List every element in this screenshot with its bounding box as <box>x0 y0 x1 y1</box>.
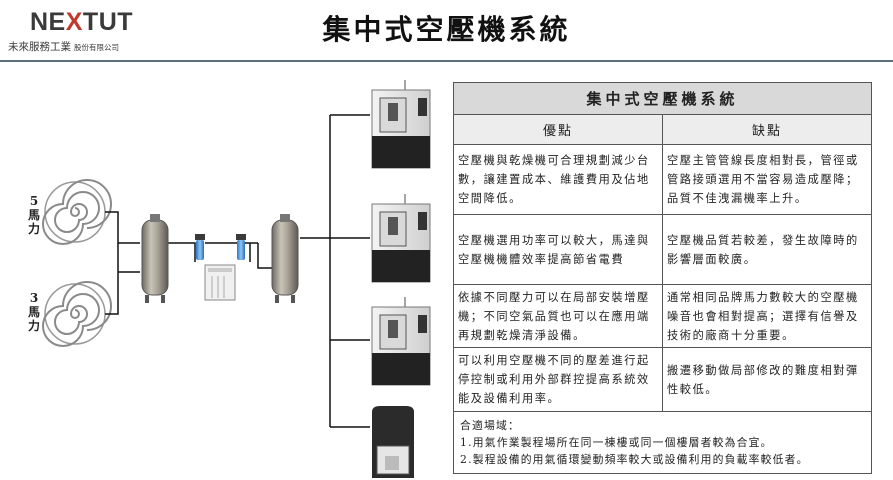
air-receiver-tank-2-icon <box>271 214 299 303</box>
printer-machine-icon <box>372 406 414 478</box>
line-filter-2-icon <box>236 234 246 260</box>
system-diagram: 5 馬 力 3 馬 力 <box>0 62 450 480</box>
logo-x-swoosh: X <box>65 8 83 36</box>
logo-brand: NEXTUT <box>30 8 134 36</box>
line-filter-1-icon <box>195 234 205 260</box>
logo-company-suffix: 股份有限公司 <box>74 43 119 52</box>
table-row-scenarios: 合適場域： 1.用氣作業製程場所在同一棟樓或同一個樓層者較為合宜。 2.製程設備… <box>452 411 873 474</box>
compressor-3hp-label: 3 馬 力 <box>27 291 40 333</box>
table-row: 依據不同壓力可以在局部安裝增壓機；不同空氣品質也可以在應用端再規劃乾燥清淨設備。… <box>453 284 873 348</box>
refrigerated-dryer-icon <box>204 264 236 301</box>
scenario-item-1: 1.用氣作業製程場所在同一棟樓或同一個樓層者較為合宜。 <box>460 436 773 449</box>
table-row: 空壓機與乾燥機可合理規劃減少台數，讓建置成本、維護費用及佔地空間降低。 空壓主管… <box>453 144 873 215</box>
main-pipe <box>105 114 370 428</box>
cons-cell: 空壓機品質若較差，發生故障時的影響層面較廣。 <box>661 214 873 285</box>
cons-cell: 搬遷移動做局部修改的難度相對彈性較低。 <box>661 347 873 412</box>
pros-cell: 空壓機選用功率可以較大，馬達與空壓機機體效率提高節省電費 <box>453 214 663 285</box>
company-logo: NEXTUT 未來服務工業股份有限公司 <box>8 6 158 58</box>
pros-cell: 可以利用空壓機不同的壓差進行起停控制或利用外部群控提高系統效能及設備利用率。 <box>453 347 663 412</box>
table-row: 空壓機選用功率可以較大，馬達與空壓機機體效率提高節省電費 空壓機品質若較差，發生… <box>453 214 873 285</box>
comparison-table: 集中式空壓機系統 優點 缺點 空壓機與乾燥機可合理規劃減少台數，讓建置成本、維護… <box>452 82 873 474</box>
compressor-5hp-label: 5 馬 力 <box>27 194 40 236</box>
title-divider <box>0 60 893 62</box>
scenarios-title: 合適場域： <box>460 419 520 432</box>
table-row: 可以利用空壓機不同的壓差進行起停控制或利用外部群控提高系統效能及設備利用率。 搬… <box>453 347 873 412</box>
column-header-pros: 優點 <box>453 114 663 145</box>
table-title: 集中式空壓機系統 <box>452 82 873 115</box>
spiral-compressor-3hp-icon <box>42 281 112 347</box>
piping-diagram <box>42 80 431 478</box>
column-header-cons: 缺點 <box>661 114 873 145</box>
pros-cell: 空壓機與乾燥機可合理規劃減少台數，讓建置成本、維護費用及佔地空間降低。 <box>453 144 663 215</box>
cnc-machine-1-icon <box>371 80 431 169</box>
pros-cell: 依據不同壓力可以在局部安裝增壓機；不同空氣品質也可以在應用端再規劃乾燥清淨設備。 <box>453 284 663 348</box>
cons-cell: 通常相同品牌馬力數較大的空壓機噪音也會相對提高；選擇有信譽及技術的廠商十分重要。 <box>661 284 873 348</box>
logo-company-name: 未來服務工業股份有限公司 <box>8 41 119 53</box>
air-receiver-tank-icon <box>141 214 169 303</box>
cnc-machine-2-icon <box>371 194 431 283</box>
spiral-compressor-5hp-icon <box>42 179 112 245</box>
cons-cell: 空壓主管管線長度相對長，管徑或管路接頭選用不當容易造成壓降；品質不佳洩漏機率上升… <box>661 144 873 215</box>
suitable-scenarios-cell: 合適場域： 1.用氣作業製程場所在同一棟樓或同一個樓層者較為合宜。 2.製程設備… <box>452 411 873 474</box>
page-title: 集中式空壓機系統 <box>322 13 571 46</box>
scenario-item-2: 2.製程設備的用氣循環變動頻率較大或設備利用的負載率較低者。 <box>460 453 809 466</box>
cnc-machine-3-icon <box>371 297 431 386</box>
